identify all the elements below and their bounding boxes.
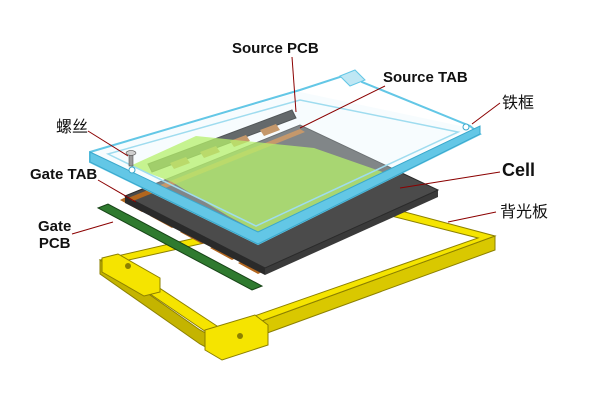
iron-frame <box>89 69 482 246</box>
label-iron-frame: 铁框 <box>502 93 535 112</box>
leader-source-pcb <box>291 56 297 113</box>
backlight-tab-left <box>101 253 161 297</box>
iron-frame-hole-left <box>128 166 136 174</box>
screw <box>125 150 137 167</box>
leader-gate-tab <box>97 179 137 203</box>
iron-frame-tab <box>339 69 366 87</box>
iron-frame-highlight <box>130 136 394 232</box>
label-gate-pcb-line1: Gate <box>38 218 72 235</box>
label-gate-tab: Gate TAB <box>30 166 98 183</box>
iron-frame-inner-rim <box>105 99 461 227</box>
backlight-hole-front <box>237 333 243 339</box>
label-source-tab: Source TAB <box>383 69 468 86</box>
cell-side-face <box>125 196 265 275</box>
backlight-tab-front <box>204 314 269 361</box>
iron-frame-hole-right <box>462 123 470 131</box>
source-tab-strip <box>260 124 280 136</box>
leader-screw <box>87 130 129 157</box>
leader-gate-pcb <box>71 221 114 235</box>
iron-frame-front-band <box>89 125 481 245</box>
label-source-pcb: Source PCB <box>232 40 319 57</box>
leader-iron-frame <box>471 102 501 125</box>
leader-lines <box>71 56 501 235</box>
label-cell: Cell <box>502 160 536 180</box>
gate-pcb-board <box>96 203 264 291</box>
screw-head <box>125 150 137 156</box>
label-backlight: 背光板 <box>500 202 549 221</box>
leader-source-tab <box>299 85 386 129</box>
leader-backlight <box>447 211 497 223</box>
leader-cell <box>399 171 501 189</box>
label-gate-pcb-line2: PCB <box>38 235 71 253</box>
label-gate-pcb: Gate PCB <box>38 218 71 253</box>
label-screw: 螺丝 <box>56 117 89 136</box>
cell-front-face <box>265 190 438 275</box>
backlight-hole-left <box>125 263 131 269</box>
